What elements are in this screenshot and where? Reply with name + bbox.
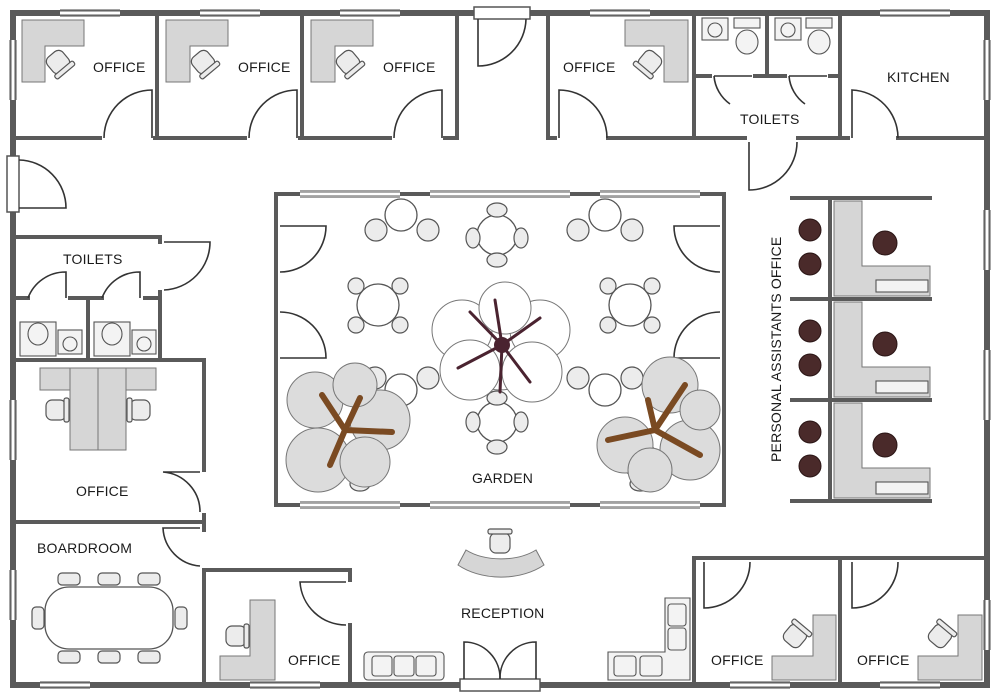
label-office-1: OFFICE [93,59,146,75]
bottom-left-office-desk [219,599,276,681]
garden-tree-left [285,362,411,493]
pa-office-cubicles [790,196,932,503]
top-toilet-fixtures [701,17,833,55]
label-toilets-left: TOILETS [63,251,123,267]
label-personal-assistants-office: PERSONAL ASSISTANTS OFFICE [768,237,784,462]
label-office-bottom-left: OFFICE [288,652,341,668]
main-entrance [459,641,541,692]
top-row-walls [11,11,989,140]
left-walls [11,235,352,687]
label-office-bottom-right-1: OFFICE [711,652,764,668]
label-garden: GARDEN [472,470,533,486]
label-toilets-top: TOILETS [740,111,800,127]
label-office-4: OFFICE [563,59,616,75]
label-office-bottom-right-2: OFFICE [857,652,910,668]
label-boardroom: BOARDROOM [37,540,132,556]
boardroom-table [31,572,188,664]
garden-area [274,190,726,509]
garden-tree-right [596,356,721,493]
left-office-desks [39,367,157,451]
label-office-left: OFFICE [76,483,129,499]
left-toilet-fixtures [19,321,157,357]
room-labels: OFFICE OFFICE OFFICE OFFICE TOILETS KITC… [37,59,950,668]
label-office-3: OFFICE [383,59,436,75]
top-doors [103,75,899,191]
garden-tree-center [431,281,571,403]
reception-furniture [363,528,691,681]
bottom-right-walls [692,556,989,687]
label-office-2: OFFICE [238,59,291,75]
bottom-right-doors [703,561,899,609]
top-office-chairs [45,49,663,80]
left-doors [27,241,347,626]
top-office-desks [21,19,689,83]
label-kitchen: KITCHEN [887,69,950,85]
bottom-right-desks [771,614,983,681]
label-reception: RECEPTION [461,605,544,621]
